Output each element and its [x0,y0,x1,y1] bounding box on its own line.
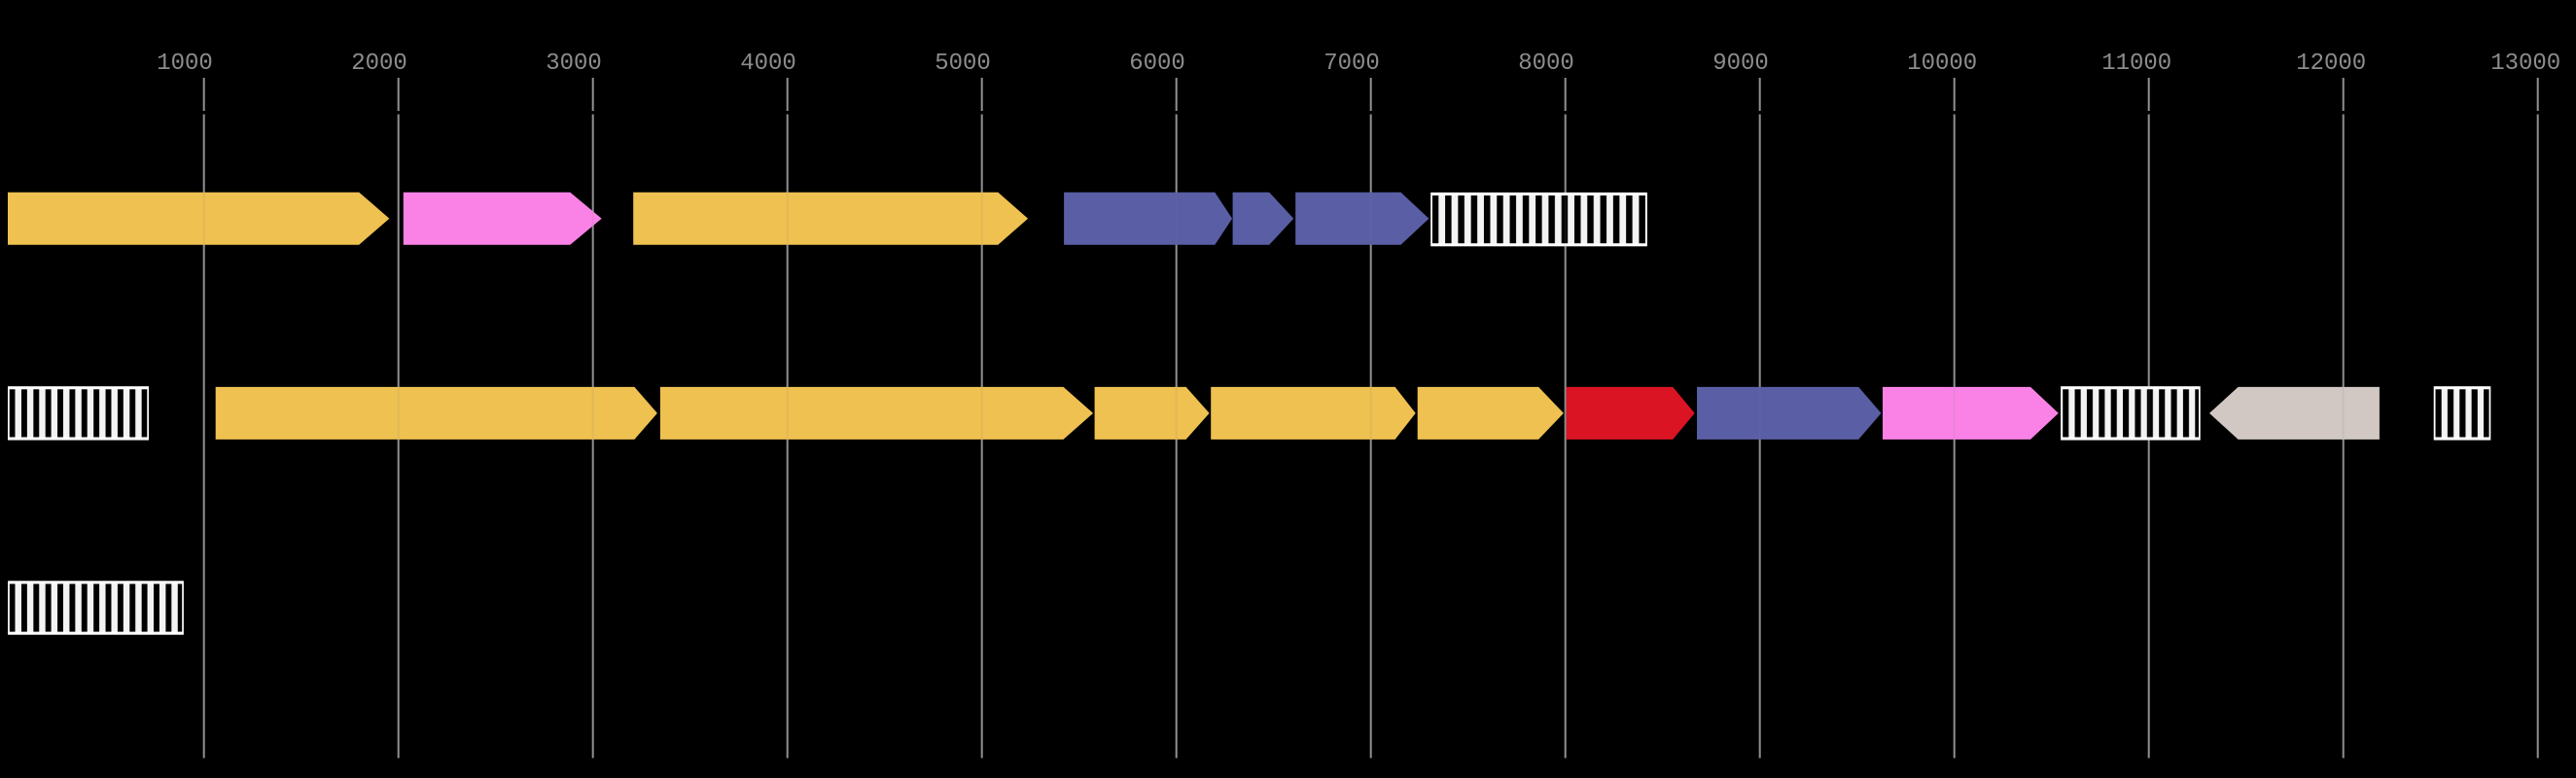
svg-text:6000: 6000 [1129,51,1185,77]
svg-text:13000: 13000 [2490,51,2560,77]
svg-text:3000: 3000 [546,51,602,77]
svg-text:12000: 12000 [2296,51,2366,77]
svg-text:2000: 2000 [351,51,407,77]
svg-text:8000: 8000 [1518,51,1574,77]
svg-text:5000: 5000 [935,51,991,77]
svg-text:1000: 1000 [157,51,213,77]
svg-text:4000: 4000 [740,51,796,77]
svg-text:9000: 9000 [1712,51,1769,77]
svg-text:7000: 7000 [1323,51,1380,77]
svg-text:11000: 11000 [2101,51,2171,77]
svg-text:10000: 10000 [1907,51,1977,77]
